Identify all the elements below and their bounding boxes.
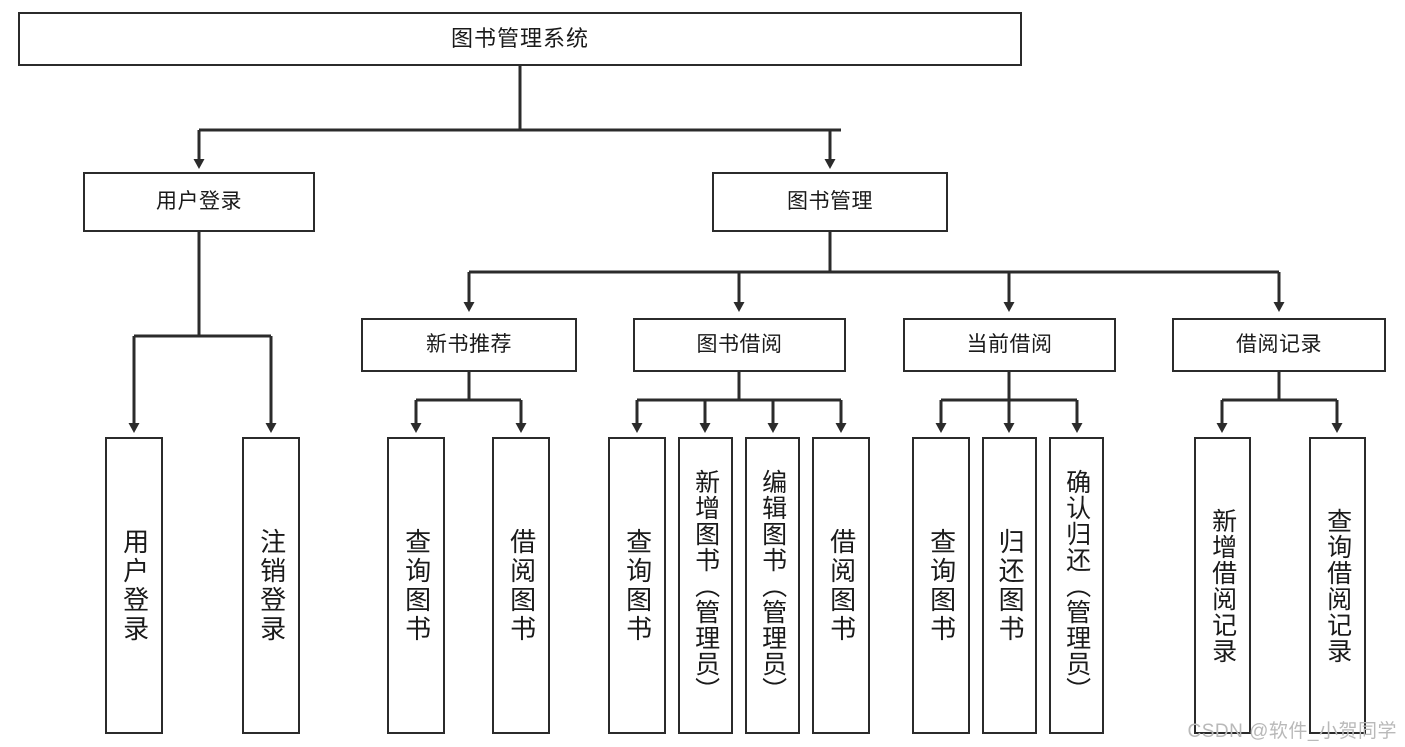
leaf-user-login-label: 用户登录 — [119, 527, 150, 644]
leaf-add-record[interactable]: 新增借阅记录 — [1194, 437, 1251, 734]
leaf-logout[interactable]: 注销登录 — [242, 437, 300, 734]
leaf-edit-book-label: 编辑图书（管理员） — [758, 468, 787, 703]
leaf-query-book-2[interactable]: 查询图书 — [608, 437, 666, 734]
node-new-book-recommend-label: 新书推荐 — [426, 333, 512, 357]
leaf-query-record[interactable]: 查询借阅记录 — [1309, 437, 1366, 734]
node-current-borrow[interactable]: 当前借阅 — [903, 318, 1116, 372]
leaf-add-record-label: 新增借阅记录 — [1208, 507, 1237, 664]
node-current-borrow-label: 当前借阅 — [966, 333, 1053, 357]
leaf-return-book[interactable]: 归还图书 — [982, 437, 1037, 734]
node-book-borrow[interactable]: 图书借阅 — [633, 318, 846, 372]
leaf-add-book[interactable]: 新增图书（管理员） — [678, 437, 733, 734]
leaf-confirm-return[interactable]: 确认归还（管理员） — [1049, 437, 1104, 734]
node-root[interactable]: 图书管理系统 — [18, 12, 1022, 66]
leaf-borrow-book-2[interactable]: 借阅图书 — [812, 437, 870, 734]
leaf-query-book-1-label: 查询图书 — [401, 527, 432, 644]
leaf-query-book-1[interactable]: 查询图书 — [387, 437, 445, 734]
leaf-add-book-label: 新增图书（管理员） — [691, 468, 720, 703]
leaf-query-record-label: 查询借阅记录 — [1323, 507, 1352, 664]
leaf-borrow-book-1-label: 借阅图书 — [506, 527, 537, 644]
node-borrow-record-label: 借阅记录 — [1236, 333, 1322, 357]
node-book-manage-label: 图书管理 — [787, 190, 873, 214]
node-book-borrow-label: 图书借阅 — [696, 333, 783, 357]
node-borrow-record[interactable]: 借阅记录 — [1172, 318, 1386, 372]
leaf-query-book-3-label: 查询图书 — [926, 527, 957, 644]
leaf-user-login[interactable]: 用户登录 — [105, 437, 163, 734]
leaf-query-book-2-label: 查询图书 — [622, 527, 653, 644]
leaf-borrow-book-1[interactable]: 借阅图书 — [492, 437, 550, 734]
leaf-logout-label: 注销登录 — [256, 527, 287, 644]
leaf-borrow-book-2-label: 借阅图书 — [826, 527, 857, 644]
node-user-login-label: 用户登录 — [156, 190, 242, 214]
leaf-return-book-label: 归还图书 — [995, 527, 1026, 644]
leaf-edit-book[interactable]: 编辑图书（管理员） — [745, 437, 800, 734]
node-user-login[interactable]: 用户登录 — [83, 172, 315, 232]
node-root-label: 图书管理系统 — [450, 25, 589, 51]
leaf-query-book-3[interactable]: 查询图书 — [912, 437, 970, 734]
node-new-book-recommend[interactable]: 新书推荐 — [361, 318, 577, 372]
leaf-confirm-return-label: 确认归还（管理员） — [1062, 468, 1091, 703]
node-book-manage[interactable]: 图书管理 — [712, 172, 948, 232]
